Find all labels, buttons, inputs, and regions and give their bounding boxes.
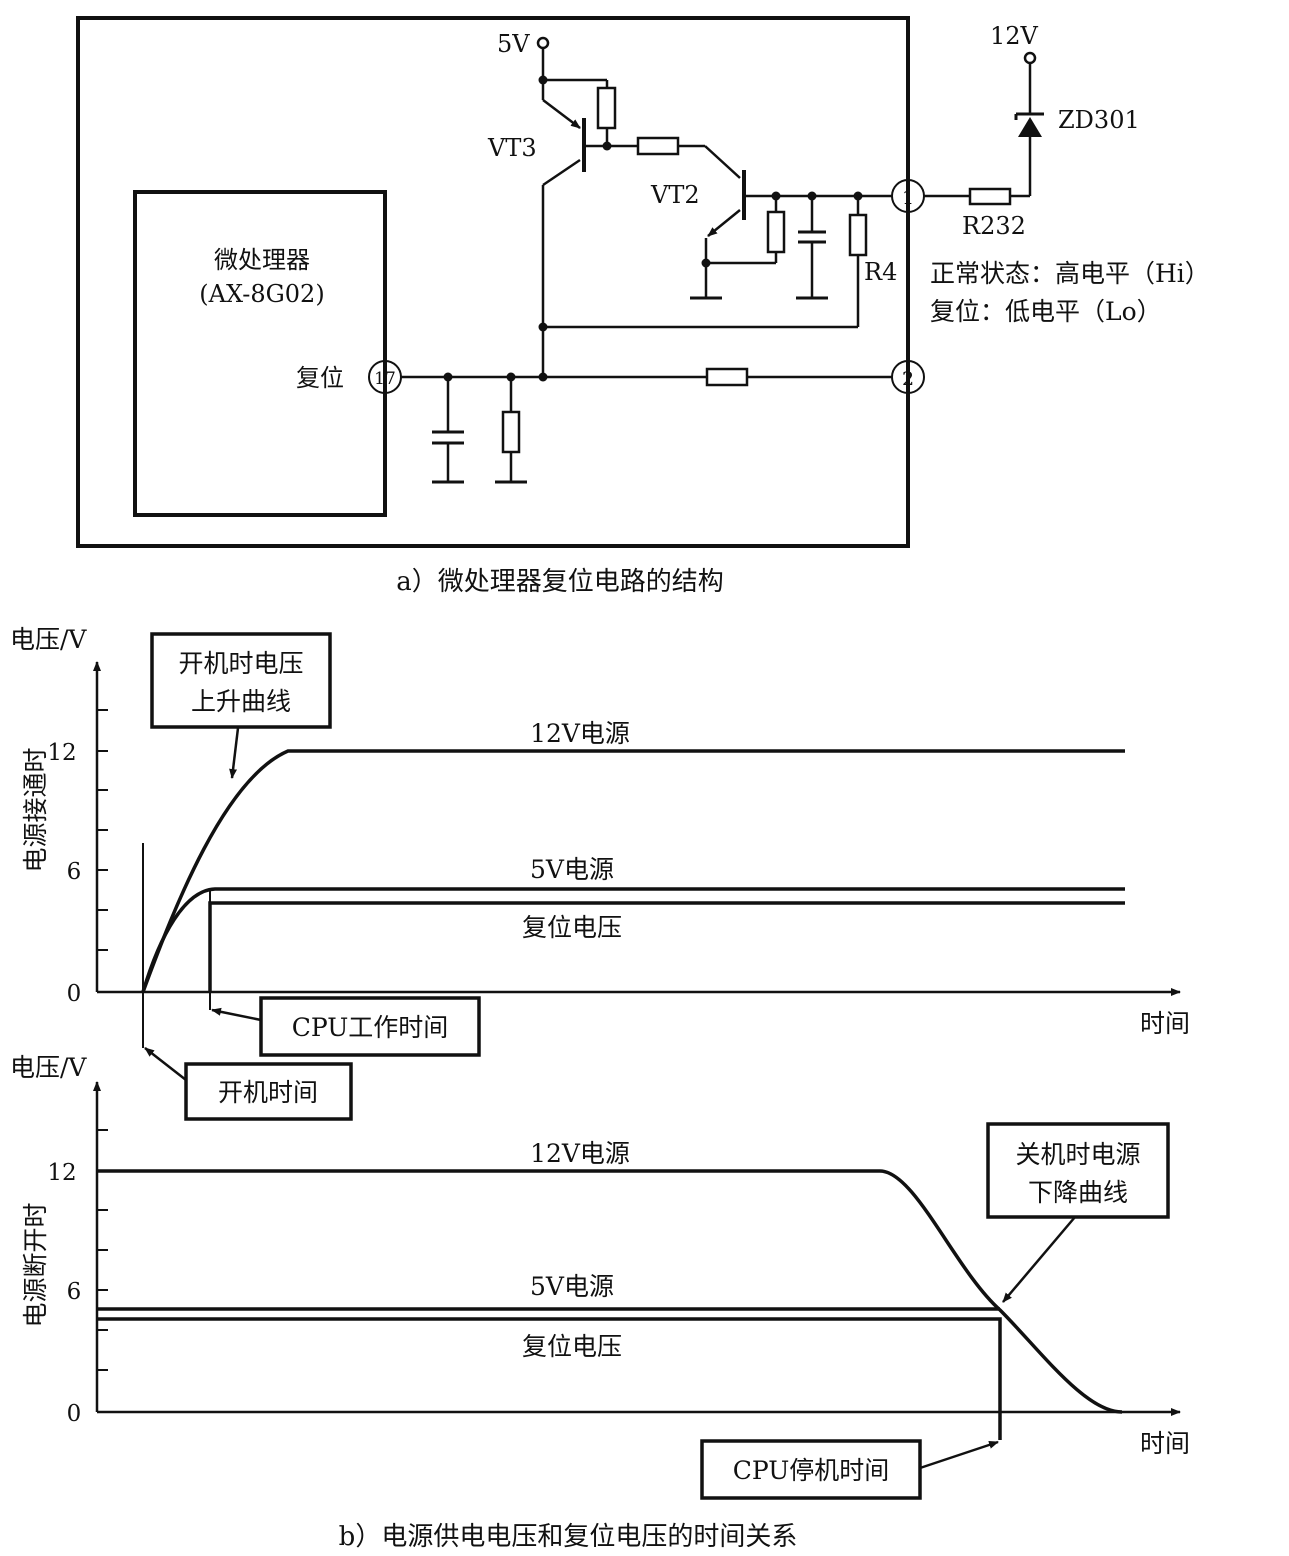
reset-pin-label: 复位 xyxy=(296,364,344,392)
top-tick-12: 12 xyxy=(47,740,76,766)
bottom-tick-12: 12 xyxy=(47,1160,76,1186)
caption-a: a）微处理器复位电路的结构 xyxy=(396,567,724,597)
microprocessor-model: (AX-8G02) xyxy=(199,280,324,308)
callout-cpu-arrow xyxy=(211,1007,262,1022)
callout-rise-arrow xyxy=(229,727,240,779)
bottom-ylabel: 电压/V xyxy=(10,1053,87,1082)
terminal-5v xyxy=(536,36,550,50)
resistor-vt3-vt2 xyxy=(636,136,680,156)
resistor-r4 xyxy=(848,213,868,257)
bottom-series-reset xyxy=(97,1317,1002,1440)
callout-fall-arrow xyxy=(1002,1216,1076,1303)
callout-power-on-box xyxy=(184,1062,353,1121)
callout-fall-box xyxy=(986,1122,1170,1219)
caption-b: b）电源供电电压和复位电压的时间关系 xyxy=(339,1522,798,1552)
top-series-12v xyxy=(141,749,1125,993)
callout-rise-line1: 开机时电压 xyxy=(178,649,303,678)
pin-2-label: 2 xyxy=(902,368,914,390)
bottom-label-reset: 复位电压 xyxy=(522,1332,622,1361)
top-label-5v: 5V电源 xyxy=(530,855,614,884)
callout-cpu-box xyxy=(259,996,481,1057)
chart-power-off: 电压/V 12 6 0 电源断开时 时间 12V电源 5V电源 复位电压 关机时… xyxy=(10,1053,1190,1500)
top-tick-0: 0 xyxy=(67,981,82,1007)
label-vt2: VT2 xyxy=(650,181,700,209)
resistor-vt3-be xyxy=(596,86,617,130)
callout-cpu-stop-text: CPU停机时间 xyxy=(733,1456,890,1485)
callout-rise-box xyxy=(150,632,332,729)
bottom-label-12v: 12V电源 xyxy=(530,1139,630,1168)
bottom-xlabel: 时间 xyxy=(1140,1429,1190,1458)
callout-power-on-text: 开机时间 xyxy=(218,1078,318,1107)
circuit-diagram: 微处理器 (AX-8G02) 复位 17 5V VT3 xyxy=(76,16,1210,548)
label-r4: R4 xyxy=(864,258,897,286)
callout-power-on-arrow xyxy=(144,1047,187,1081)
bottom-side-label: 电源断开时 xyxy=(21,1202,50,1327)
callout-rise-line2: 上升曲线 xyxy=(191,687,291,716)
top-label-reset: 复位电压 xyxy=(522,913,622,942)
terminal-12v xyxy=(1023,51,1037,65)
vt2-emitter xyxy=(707,209,741,237)
callout-fall-line2: 下降曲线 xyxy=(1028,1178,1128,1207)
callout-cpu-stop-box xyxy=(700,1439,922,1500)
top-series-5v xyxy=(141,887,1125,993)
top-series-reset xyxy=(208,901,1125,992)
microprocessor-box xyxy=(133,190,387,517)
label-vt3: VT3 xyxy=(487,134,537,162)
top-side-label: 电源接通时 xyxy=(21,747,50,872)
microprocessor-name: 微处理器 xyxy=(214,246,310,274)
callout-cpu-stop-arrow xyxy=(919,1440,999,1470)
bottom-label-5v: 5V电源 xyxy=(530,1272,614,1301)
reset-state-text: 复位：低电平（Lo） xyxy=(930,297,1162,326)
pin-17-label: 17 xyxy=(374,369,396,389)
resistor-reset xyxy=(501,410,521,454)
bottom-tick-6: 6 xyxy=(67,1279,82,1305)
callout-cpu-text: CPU工作时间 xyxy=(292,1013,449,1042)
pin-1-label: 1 xyxy=(902,187,914,209)
top-label-12v: 12V电源 xyxy=(530,719,630,748)
top-xlabel: 时间 xyxy=(1140,1009,1190,1038)
bottom-tick-0: 0 xyxy=(67,1401,82,1427)
label-r232: R232 xyxy=(962,212,1026,240)
vt3-collector xyxy=(542,158,581,187)
chart-power-on: 电压/V 12 6 0 电源接通时 时间 12V电源 5V电源 复位电压 开机时… xyxy=(10,625,1190,1121)
resistor-reset-line xyxy=(705,367,749,387)
top-ylabel: 电压/V xyxy=(10,625,87,654)
resistor-vt2-be xyxy=(766,210,786,254)
circuit-outer-box xyxy=(76,16,910,548)
vt3-emitter xyxy=(542,99,581,129)
callout-fall-line1: 关机时电源 xyxy=(1015,1140,1140,1169)
label-zd301: ZD301 xyxy=(1058,106,1140,134)
zener-zd301 xyxy=(1018,117,1042,137)
label-5v: 5V xyxy=(497,30,530,58)
pin-2-circle xyxy=(891,360,925,394)
resistor-r232 xyxy=(968,187,1012,206)
normal-state-text: 正常状态：高电平（Hi） xyxy=(930,259,1210,288)
top-tick-6: 6 xyxy=(67,859,82,885)
vt2-collector xyxy=(704,145,741,179)
label-12v: 12V xyxy=(990,22,1039,50)
